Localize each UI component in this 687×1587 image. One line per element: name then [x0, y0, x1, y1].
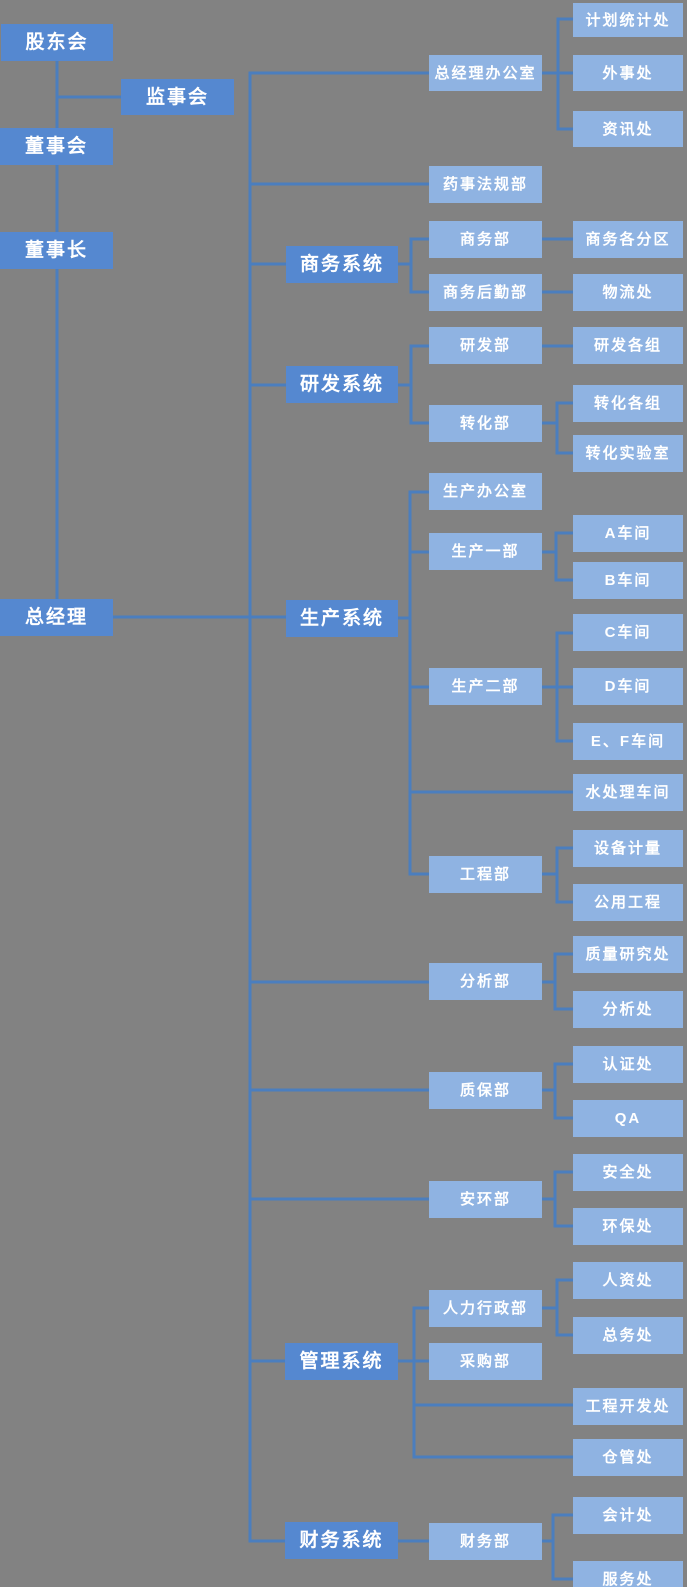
org-node-service-office: 服务处 [573, 1561, 683, 1587]
org-node-production-dept-1: 生产一部 [429, 533, 542, 570]
org-node-information-office: 资讯处 [573, 111, 683, 147]
org-node-qa-office: QA [573, 1100, 683, 1137]
org-node-finance-system: 财务系统 [285, 1522, 398, 1559]
org-node-hr-admin-dept: 人力行政部 [429, 1290, 542, 1327]
org-node-commerce-system: 商务系统 [286, 246, 398, 283]
org-node-analysis-office: 分析处 [573, 991, 683, 1028]
org-node-chairman: 董事长 [0, 232, 113, 269]
org-node-transformation-lab: 转化实验室 [573, 435, 683, 472]
org-node-environmental-office: 环保处 [573, 1208, 683, 1245]
org-node-workshop-b: B车间 [573, 562, 683, 599]
org-node-commerce-dept: 商务部 [429, 221, 542, 258]
org-node-board-of-directors: 董事会 [0, 128, 113, 165]
org-node-safety-office: 安全处 [573, 1154, 683, 1191]
org-node-production-office: 生产办公室 [429, 473, 542, 510]
org-node-equipment-metrology: 设备计量 [573, 830, 683, 867]
org-node-gm-office: 总经理办公室 [429, 55, 542, 91]
org-node-rd-groups: 研发各组 [573, 327, 683, 364]
org-node-water-treatment-workshop: 水处理车间 [573, 774, 683, 811]
org-node-foreign-affairs-office: 外事处 [573, 55, 683, 91]
org-node-safety-environment-dept: 安环部 [429, 1181, 542, 1218]
org-node-certification-office: 认证处 [573, 1046, 683, 1083]
org-node-rd-dept: 研发部 [429, 327, 542, 364]
org-node-supervisory-board: 监事会 [121, 79, 234, 115]
org-node-workshop-ef: E、F车间 [573, 723, 683, 760]
org-node-workshop-d: D车间 [573, 668, 683, 705]
org-node-general-manager: 总经理 [0, 599, 113, 636]
org-node-quality-research-office: 质量研究处 [573, 936, 683, 973]
org-node-engineering-dev-office: 工程开发处 [573, 1388, 683, 1425]
org-node-quality-assurance-dept: 质保部 [429, 1072, 542, 1109]
org-node-rd-system: 研发系统 [286, 366, 398, 403]
org-node-hr-office: 人资处 [573, 1262, 683, 1299]
org-node-commerce-logistics-dept: 商务后勤部 [429, 274, 542, 311]
org-node-procurement-dept: 采购部 [429, 1343, 542, 1380]
org-node-public-utilities: 公用工程 [573, 884, 683, 921]
org-node-warehouse-office: 仓管处 [573, 1439, 683, 1476]
org-node-management-system: 管理系统 [285, 1343, 398, 1380]
org-node-planning-statistics-office: 计划统计处 [573, 3, 683, 37]
org-node-finance-dept: 财务部 [429, 1523, 542, 1560]
org-node-shareholders: 股东会 [1, 24, 113, 61]
org-node-accounting-office: 会计处 [573, 1497, 683, 1534]
org-node-production-dept-2: 生产二部 [429, 668, 542, 705]
org-node-analysis-dept: 分析部 [429, 963, 542, 1000]
org-node-workshop-a: A车间 [573, 515, 683, 552]
org-node-transformation-dept: 转化部 [429, 405, 542, 442]
org-node-engineering-dept: 工程部 [429, 856, 542, 893]
org-node-commerce-districts: 商务各分区 [573, 221, 683, 258]
org-node-production-system: 生产系统 [286, 600, 398, 637]
org-node-pharma-regulatory-dept: 药事法规部 [429, 166, 542, 203]
org-node-workshop-c: C车间 [573, 614, 683, 651]
org-node-logistics-office: 物流处 [573, 274, 683, 311]
org-node-general-affairs-office: 总务处 [573, 1317, 683, 1354]
org-node-transformation-groups: 转化各组 [573, 385, 683, 422]
